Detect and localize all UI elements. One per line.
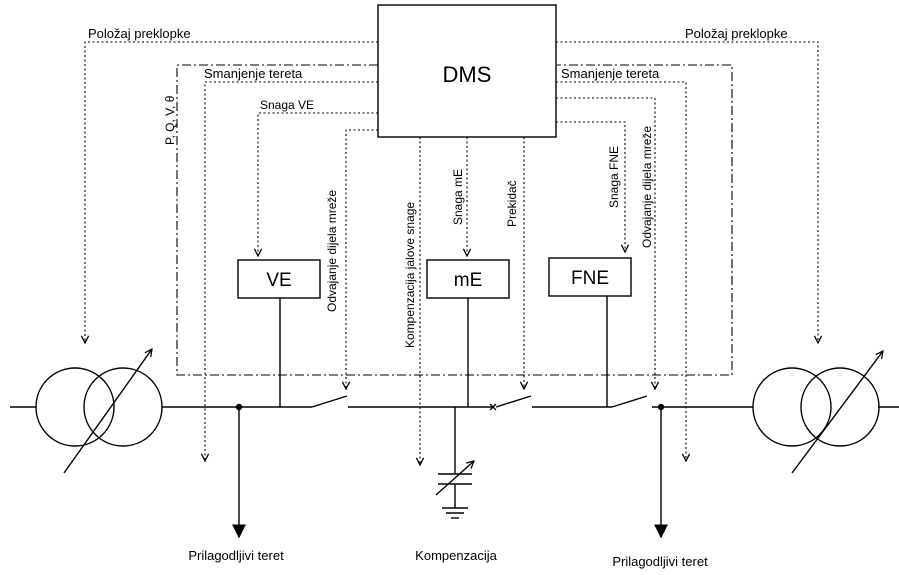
signal-polozaj-right xyxy=(556,41,818,343)
label-odvajanje-right: Odvajanje dijela mreže xyxy=(640,126,654,248)
label-smanjenje-right: Smanjenje tereta xyxy=(561,66,660,81)
ve-box xyxy=(237,259,321,299)
signal-snaga-ve xyxy=(258,112,378,256)
signal-smanjenje-left xyxy=(205,81,378,461)
label-snaga-me: Snaga mE xyxy=(451,169,465,225)
signal-polozaj-left xyxy=(85,41,378,343)
dms-box xyxy=(377,4,557,138)
transformer-left xyxy=(35,349,163,474)
label-odvajanje-left: Odvajanje dijela mreže xyxy=(325,190,339,312)
me-label: mE xyxy=(454,270,483,291)
caption-load-right: Prilagodljivi teret xyxy=(612,554,708,569)
switch-middle xyxy=(495,395,532,408)
switch-right xyxy=(611,395,648,408)
signal-snaga-fne xyxy=(556,121,625,252)
compensation-capacitor xyxy=(435,407,474,508)
label-kompenzacija-jalove: Kompenzacija jalove snage xyxy=(403,202,417,348)
label-snaga-ve: Snaga VE xyxy=(260,98,314,112)
label-polozaj-right: Položaj preklopke xyxy=(685,26,788,41)
dms-label: DMS xyxy=(443,62,492,87)
transformer-right xyxy=(752,351,883,474)
fne-box xyxy=(548,257,632,297)
fne-label: FNE xyxy=(571,268,609,289)
breaker-symbol xyxy=(489,403,497,411)
ground-symbol xyxy=(442,507,468,519)
ve-label: VE xyxy=(266,270,291,291)
signal-smanjenje-right xyxy=(556,81,686,461)
control-area-boundary xyxy=(176,64,733,376)
switch-left xyxy=(311,395,348,408)
signal-odvajanje-left xyxy=(346,129,378,389)
caption-compensation: Kompenzacija xyxy=(415,548,497,563)
label-prekidac: Prekidač xyxy=(505,180,519,227)
label-snaga-fne: Snaga FNE xyxy=(607,146,621,208)
signal-odvajanje-right xyxy=(556,97,655,389)
label-polozaj-left: Položaj preklopke xyxy=(88,26,191,41)
label-measurements: P, Q, V, θ xyxy=(163,95,177,145)
caption-load-left: Prilagodljivi teret xyxy=(188,548,284,563)
label-smanjenje-left: Smanjenje tereta xyxy=(204,66,303,81)
